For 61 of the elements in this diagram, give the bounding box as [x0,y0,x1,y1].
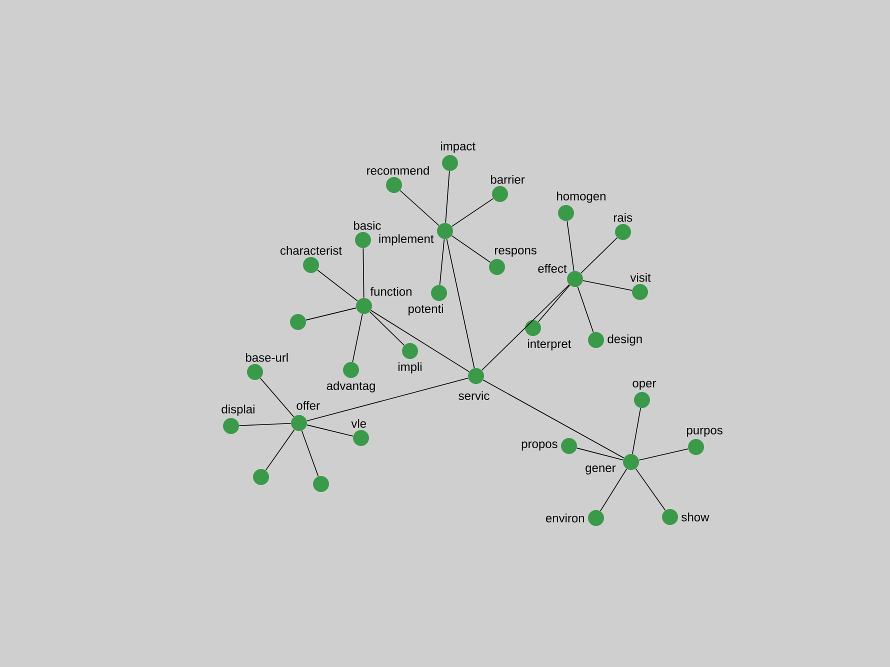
connector-line [370,310,470,372]
connector-line [566,220,574,272]
connector-line [582,280,632,291]
connector-line [260,378,294,418]
node-label: advantag [326,381,375,392]
node-label: recommend [367,166,429,175]
node-label: rais [614,213,632,222]
node-label: basic [354,221,381,230]
node-label: characterist [280,246,342,255]
node-label: homogen [557,192,606,203]
node-label: purpos [686,428,722,437]
connector-line [439,238,445,286]
connector-line [635,468,666,511]
connector-line [482,380,624,458]
connector-line [632,408,641,454]
node-label: design [608,334,642,346]
connector-line [451,198,494,227]
node-label: respons [495,248,536,257]
connector-line [306,424,354,436]
connector-line [317,270,358,302]
connector-line [451,235,491,263]
node-label: impact [441,142,476,153]
connector-line [481,284,570,371]
node-label: effect [538,264,567,273]
connector-line [538,284,570,322]
connector-line [446,238,475,368]
node-label: displai [222,404,254,416]
connector-line [265,429,295,471]
node-dot [313,476,329,492]
node-dot [290,314,306,330]
node-label: interpret [528,339,572,350]
node-label: barrier [490,175,525,184]
node-label: impli [398,362,422,374]
node-label: show [682,512,710,522]
connector-line [580,237,618,274]
connector-line [638,448,688,461]
connector-line [577,286,594,333]
connector-line [369,311,405,346]
node-label: potenti [408,304,443,316]
connector-line [576,448,624,460]
connector-line [352,314,363,362]
connector-line [400,190,440,226]
node-label: vle [351,419,366,428]
node-label: environ [546,514,584,522]
connector-line [306,378,468,422]
node-label: gener [586,466,616,474]
connector-line [306,308,356,320]
node-label: oper [632,380,656,390]
connector-line [362,248,364,298]
node-label: implement [379,234,434,246]
connector-line [301,430,319,477]
node-label: servic [458,391,490,400]
node-label: visit [630,273,651,282]
connector-line [445,170,450,224]
node-label: function [370,287,412,296]
node-label: base-url [246,353,288,362]
node-label: offer [296,401,320,410]
node-label: propos [522,442,558,450]
connector-line [238,422,292,426]
connector-line [600,468,628,512]
node-dot [253,469,269,485]
